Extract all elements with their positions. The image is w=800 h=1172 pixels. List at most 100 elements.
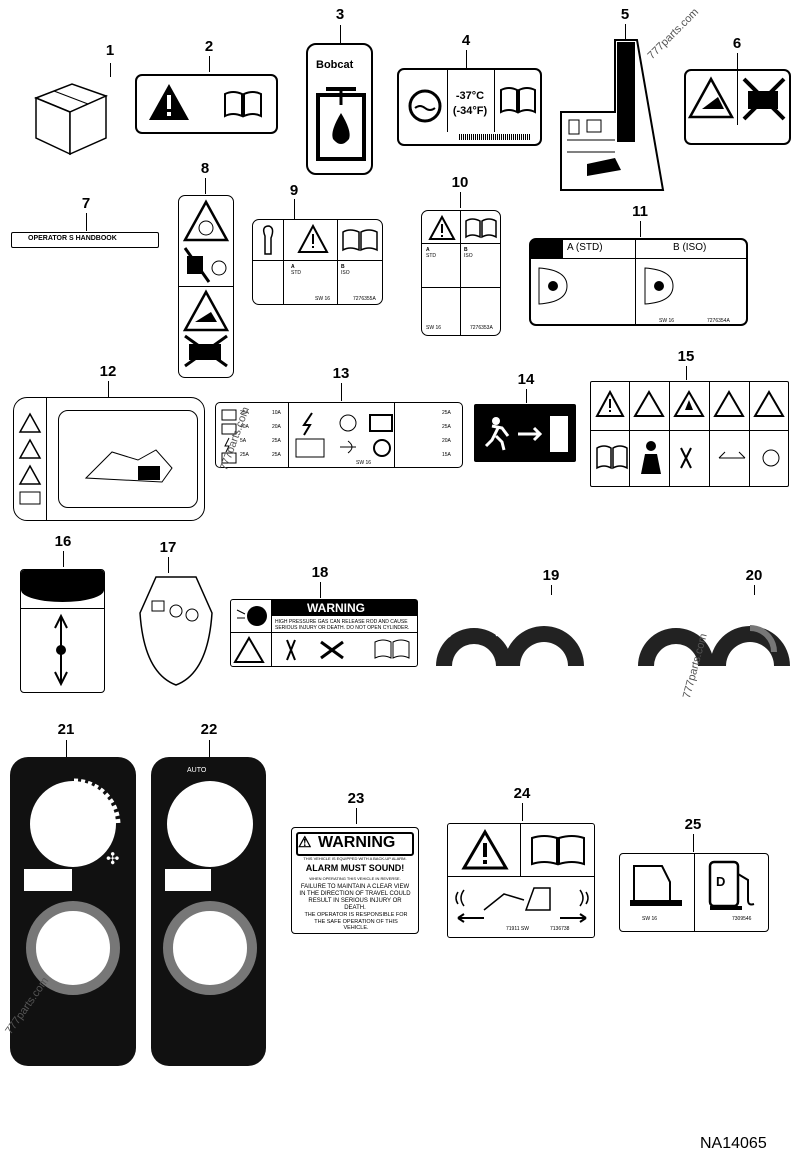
machine-cab-icon [630,865,682,906]
figure-id: NA14065 [700,1135,767,1152]
manual-book-icon [500,87,536,114]
decal-emergency-exit [474,404,576,462]
manual-book-icon [224,91,262,118]
label-a: A [291,264,295,270]
decal-controls-pattern-9: A STD B ISO SW 16 7276355A [252,219,383,305]
leader-line [693,834,694,852]
diesel-letter: D [716,874,726,889]
leader-line [209,740,210,758]
decal-machine-diagram [13,397,205,521]
label-a: A [426,247,430,253]
warning-crush-icon [182,289,230,332]
temp-knob [26,901,120,995]
callout-17: 17 [159,539,177,556]
decal-bobcat-hydraulic: Bobcat [306,43,373,175]
fuse-rating: 25A [240,410,249,416]
decal-warning-manual [135,74,278,134]
leader-line [110,63,111,77]
warning-line: THIS VEHICLE IS EQUIPPED WITH A BACK-UP … [303,856,407,861]
warning-headline: ALARM MUST SOUND! [305,863,405,873]
decal-travel-warning: 71911 SW 7136738 [447,823,595,938]
callout-16: 16 [54,533,72,550]
warning-triangle-icon [149,84,189,120]
fuse-rating: 20A [442,438,451,444]
fuse-rating: 10A [272,410,281,416]
warning-entanglement-icon [182,199,230,242]
warning-triangle-icon [428,214,456,240]
callout-19: 19 [542,567,560,584]
callout-15: 15 [677,348,695,365]
manual-book-icon [531,835,585,866]
callout-11: 11 [632,203,648,220]
excavator-icon [84,449,173,483]
callout-12: 12 [99,363,117,380]
fuel-pump-icon [708,860,755,910]
display-window [24,869,72,891]
prohibited-icon [184,334,228,368]
leader-line [108,381,109,397]
decal-operator-handbook: OPERATOR S HANDBOOK [11,232,159,248]
decal-code: 71911 SW [506,926,529,932]
callout-22: 22 [200,721,218,738]
fuse-rating: 15A [442,452,451,458]
callout-8: 8 [200,160,210,177]
display-window [165,869,211,891]
decal-no-rider [684,69,791,145]
auto-label: AUTO [187,767,207,774]
joystick-icon [262,225,274,255]
decal-heater-panel-22: AUTO [151,757,266,1066]
callout-9: 9 [289,182,299,199]
label-a-std: A (STD) [567,242,603,253]
no-hands-icon [183,247,227,283]
part-number: 7276354A [707,318,730,324]
travel-arrows-icon [54,613,68,687]
callout-25: 25 [684,816,702,833]
decal-diesel-fuel: D SW 16 7309546 [619,853,769,932]
decal-code: SW 16 [659,318,675,324]
leader-line [754,585,755,595]
leader-line [466,50,467,68]
fuse-icons-left [221,409,237,464]
leader-line [686,366,687,380]
bobcat-brand: Bobcat [316,59,354,71]
fan-knob-outline [167,781,253,867]
label-b-iso: B (ISO) [673,242,707,253]
callout-23: 23 [347,790,365,807]
leader-line [86,213,87,231]
warning-title: WARNING [318,834,396,851]
decal-dial-ring-19 [436,614,584,666]
callout-21: 21 [57,721,75,738]
fuse-rating: 25A [272,438,281,444]
warning-line: FAILURE TO MAINTAIN A CLEAR VIEW IN THE … [299,884,411,911]
warning-crush-icon [687,76,735,119]
leader-line [460,192,461,208]
decal-dial-ring-20 [638,625,790,666]
decal-controls-pattern-10: A STD B ISO SW 16 7276353A [421,210,501,336]
leader-line [66,740,67,758]
label-b: B [464,247,468,253]
fuse-rating: 25A [442,410,451,416]
callout-7: 7 [81,195,91,212]
fan-icon: ✣ [106,851,120,868]
label-iso: ISO [341,270,350,276]
decal-gas-warning: WARNING HIGH PRESSURE GAS CAN RELEASE RO… [230,599,418,667]
leader-line [737,53,738,69]
callout-24: 24 [513,785,531,802]
decal-coolant-temp: -37°C (-34°F) [397,68,542,146]
manual-book-icon [342,229,378,252]
leader-line [625,24,626,42]
leader-line [63,551,64,567]
fan-knob-outline [30,781,116,867]
decal-multi-warning [590,381,789,487]
hydraulic-oil-icon [316,87,366,161]
callout-10: 10 [451,174,469,191]
temp-celsius: -37°C [455,90,485,102]
callout-14: 14 [517,371,535,388]
warning-triangle-icon [297,223,329,253]
warning-body: HIGH PRESSURE GAS CAN RELEASE ROD AND CA… [275,619,410,631]
handbook-text: OPERATOR S HANDBOOK [28,235,117,242]
fuse-rating: 25A [272,452,281,458]
fuse-rating: 25A [240,452,249,458]
leader-line [551,585,552,595]
part-number: 7309546 [732,916,752,922]
